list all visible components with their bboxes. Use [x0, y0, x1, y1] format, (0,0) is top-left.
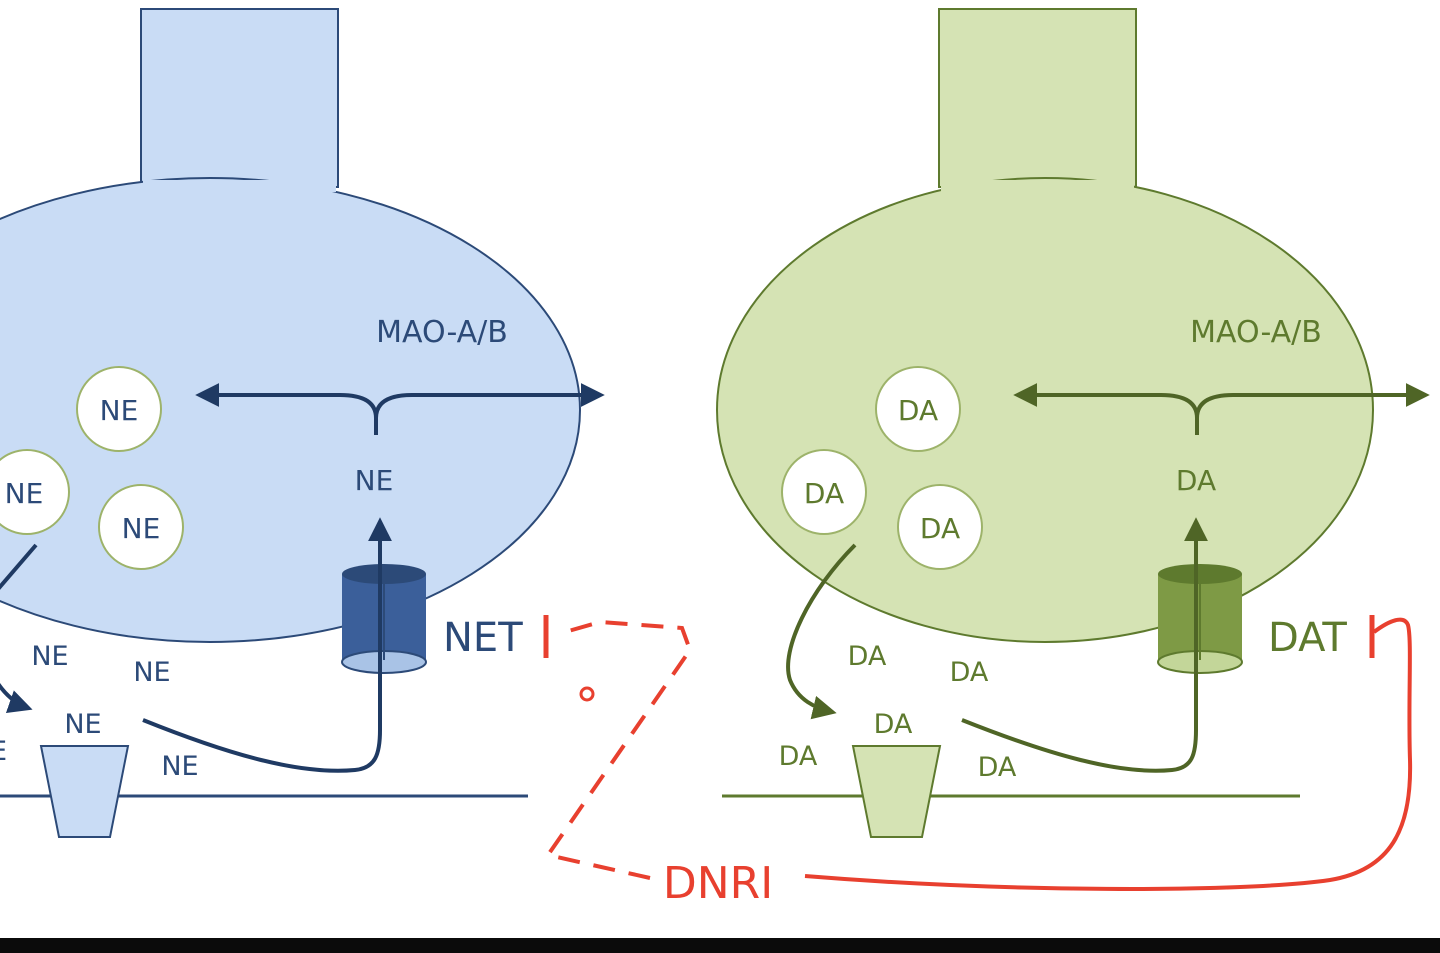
da-synaptic-label: DA: [950, 657, 989, 688]
da-mao-fork-arrow-right: [1195, 383, 1430, 419]
da-neuron: MAO-A/B DA DA DA DA DAT DA DA DA DA DA: [716, 8, 1430, 838]
da-synaptic-label: DA: [779, 741, 818, 772]
da-cytosol-label: DA: [1176, 464, 1216, 497]
net-label: NET: [443, 615, 523, 661]
dnri-label: DNRI: [663, 858, 773, 909]
ne-vesicle: [98, 484, 184, 570]
ne-synaptic-label: E: [0, 736, 7, 767]
dnri-inhibition: DNRI: [543, 615, 1413, 909]
ne-release-arrow-tip: [0, 682, 33, 714]
ne-release-arrow: [0, 543, 38, 590]
da-receptor: [851, 745, 942, 838]
ne-vesicle-label: NE: [5, 477, 44, 510]
da-axon-stalk: [938, 8, 1137, 188]
dat-transporter: [1157, 564, 1243, 674]
ne-cytosol-label: NE: [355, 464, 394, 497]
dnri-to-dat-line: [804, 617, 1413, 891]
da-presynaptic-terminal: [716, 177, 1374, 643]
ne-axon-stalk: [140, 8, 339, 188]
da-vesicle: [875, 366, 961, 452]
ne-enzyme-label: MAO-A/B: [376, 315, 508, 350]
da-vesicle-label: DA: [804, 477, 844, 510]
da-vesicle-label: DA: [920, 512, 960, 545]
dnri-to-net-dashed-line: [544, 619, 693, 880]
ne-neuron: MAO-A/B NE NE NE NE NET NE NE NE NE E: [0, 8, 605, 838]
net-transporter: [341, 564, 427, 674]
ne-vesicle: [76, 366, 162, 452]
ne-reuptake-arrow: [142, 517, 392, 773]
dat-label: DAT: [1268, 615, 1347, 661]
da-synaptic-label: DA: [874, 709, 913, 740]
da-synaptic-label: DA: [978, 752, 1017, 783]
ne-vesicle-label: NE: [100, 394, 139, 427]
da-vesicle: [781, 449, 867, 535]
ne-synaptic-label: NE: [64, 709, 101, 740]
da-synaptic-label: DA: [848, 641, 887, 672]
da-reuptake-arrow: [961, 517, 1208, 773]
da-vesicle: [897, 484, 983, 570]
ne-synaptic-label: NE: [161, 751, 198, 782]
ne-mao-fork-arrow-right: [374, 383, 605, 419]
cursor-marker: [579, 686, 595, 702]
ne-synaptic-label: NE: [133, 657, 170, 688]
ne-receptor: [39, 745, 130, 838]
da-vesicle-label: DA: [898, 394, 938, 427]
ne-synaptic-label: NE: [31, 641, 68, 672]
video-bottom-bar: [0, 938, 1440, 953]
da-release-arrow: [786, 543, 857, 720]
ne-vesicle-label: NE: [122, 512, 161, 545]
ne-vesicle: [0, 449, 70, 535]
da-enzyme-label: MAO-A/B: [1190, 315, 1322, 350]
